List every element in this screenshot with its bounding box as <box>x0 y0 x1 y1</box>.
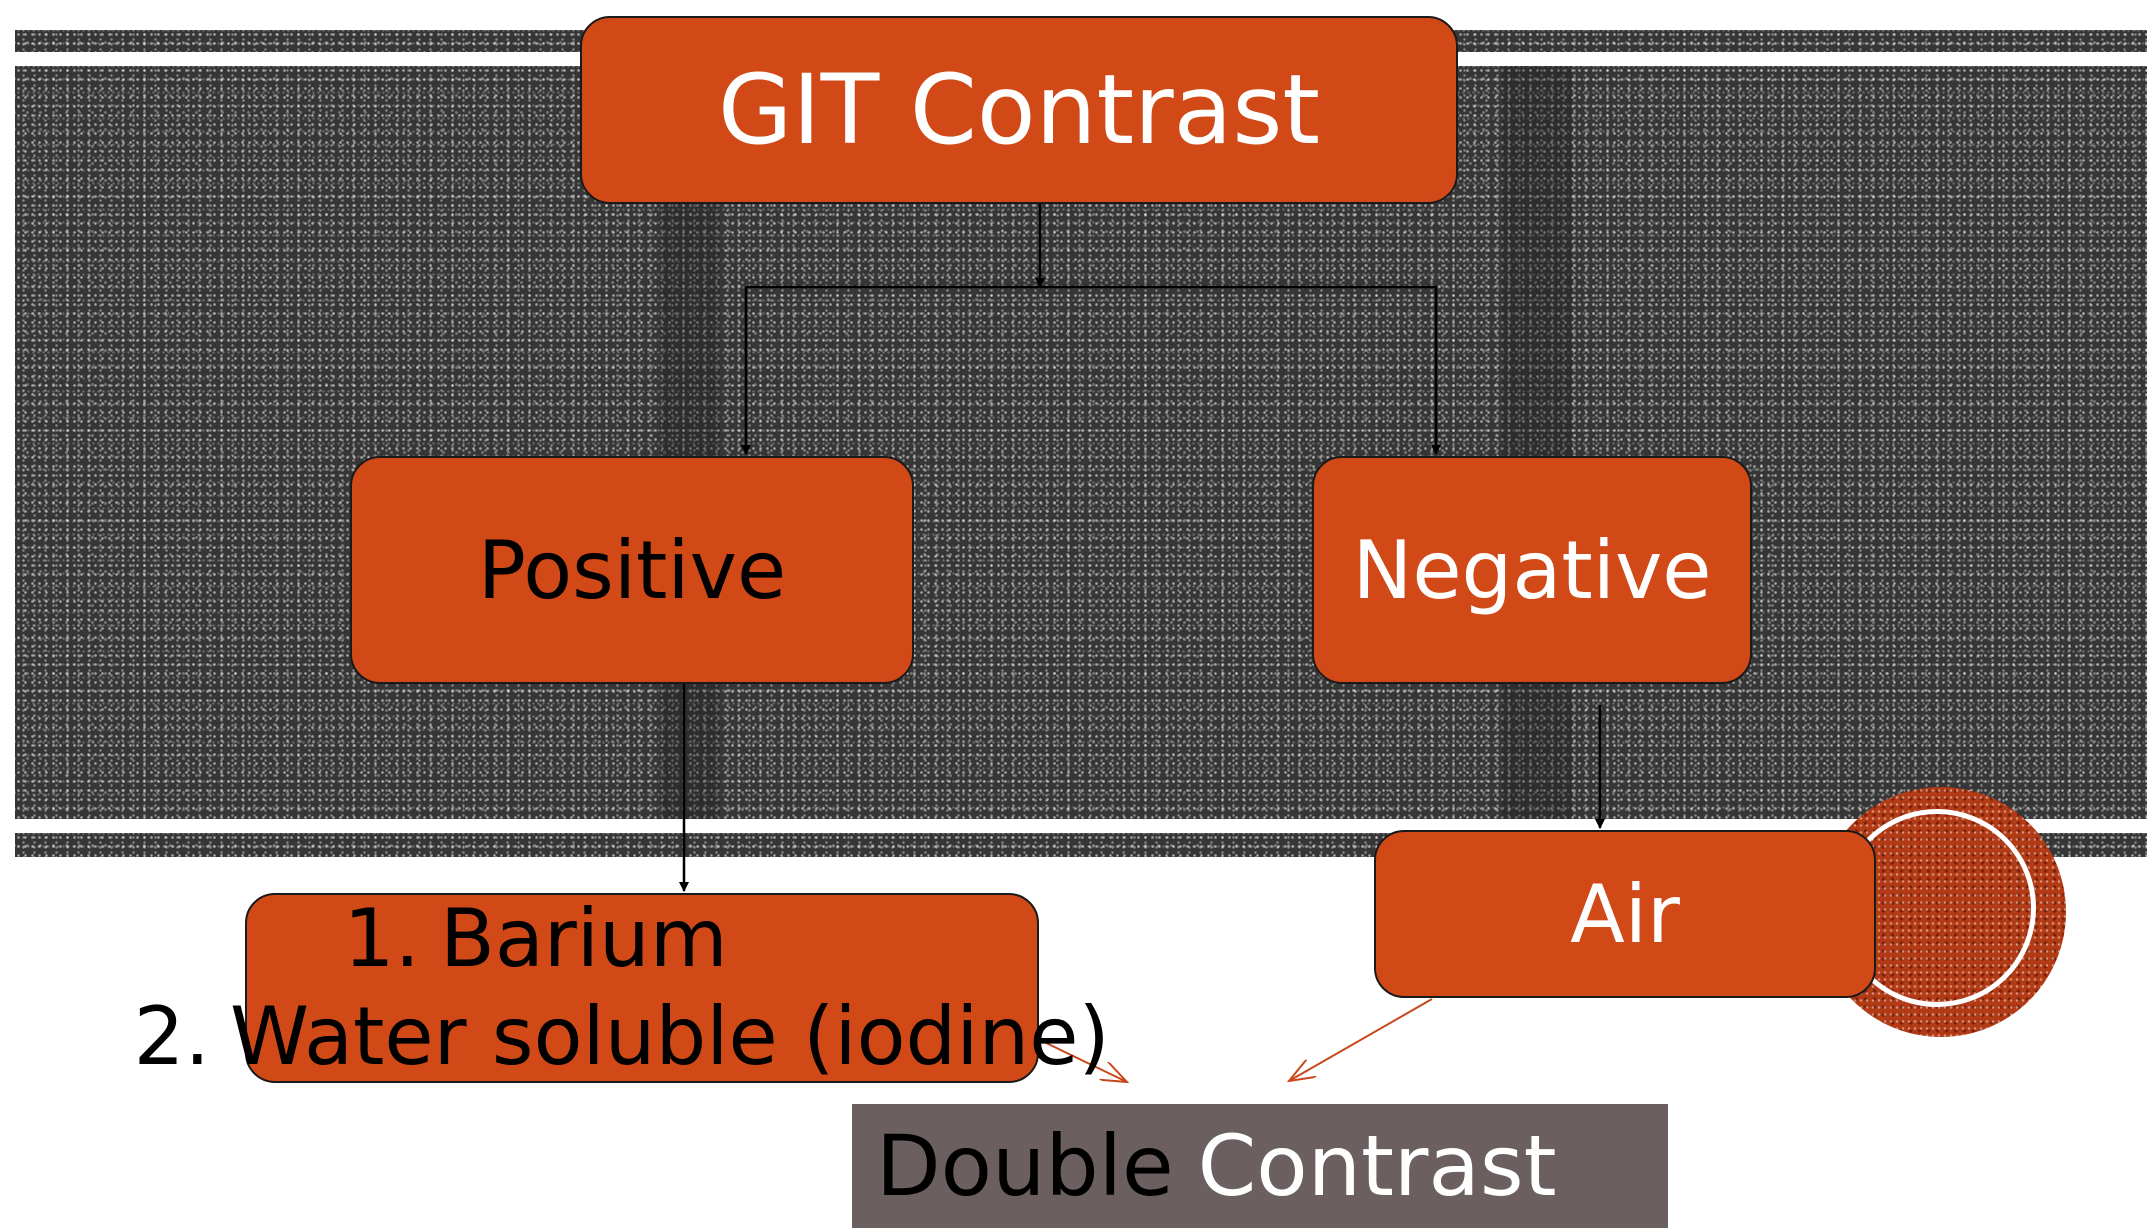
node-air-label: Air <box>1570 867 1680 961</box>
node-git-contrast-label: GIT Contrast <box>717 54 1321 166</box>
positive-agents-list: 1.Barium 2.Water soluble (iodine) <box>130 890 1110 1086</box>
double-contrast-box: Double Contrast <box>852 1104 1668 1228</box>
node-positive: Positive <box>350 456 914 684</box>
node-git-contrast: GIT Contrast <box>580 16 1458 204</box>
list-item-label: Water soluble (iodine) <box>230 990 1110 1083</box>
node-negative-label: Negative <box>1352 523 1712 617</box>
double-contrast-word-2: Contrast <box>1197 1117 1557 1215</box>
texture-shade <box>1502 66 1572 819</box>
list-item: 2.Water soluble (iodine) <box>130 988 1110 1086</box>
node-negative: Negative <box>1312 456 1752 684</box>
list-item: 1.Barium <box>130 890 1110 988</box>
node-positive-agents <box>245 893 1039 1083</box>
node-air: Air <box>1374 830 1876 998</box>
list-number: 1. <box>343 892 420 985</box>
double-contrast-word-1: Double <box>876 1117 1174 1215</box>
node-positive-label: Positive <box>477 523 787 617</box>
list-number: 2. <box>133 990 210 1083</box>
list-item-label: Barium <box>440 892 728 985</box>
arrow-air-to-double <box>1289 998 1433 1081</box>
